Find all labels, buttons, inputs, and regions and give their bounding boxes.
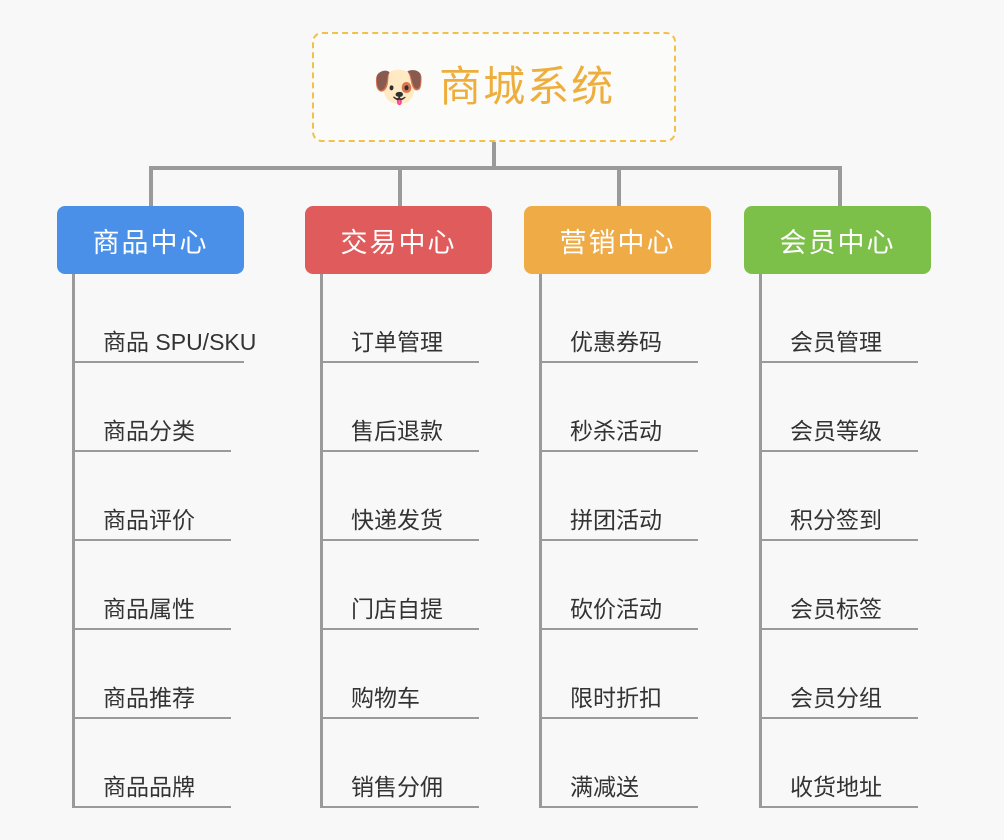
connector-drop-4 xyxy=(838,166,842,206)
leaf-item[interactable]: 商品推荐 xyxy=(57,630,244,719)
leaf-item[interactable]: 会员等级 xyxy=(744,363,931,452)
leaf-list-member-center: 会员管理 会员等级 积分签到 会员标签 会员分组 收货地址 xyxy=(744,274,931,808)
category-box-marketing-center[interactable]: 营销中心 xyxy=(524,206,711,274)
leaf-item[interactable]: 砍价活动 xyxy=(524,541,711,630)
leaf-label: 订单管理 xyxy=(320,329,479,363)
leaf-label: 限时折扣 xyxy=(539,685,698,719)
leaf-spine xyxy=(539,274,542,808)
category-box-product-center[interactable]: 商品中心 xyxy=(57,206,244,274)
leaf-label: 秒杀活动 xyxy=(539,418,698,452)
connector-drop-1 xyxy=(149,166,153,206)
category-label: 会员中心 xyxy=(779,227,896,258)
leaf-item[interactable]: 售后退款 xyxy=(305,363,492,452)
category-label: 营销中心 xyxy=(559,227,676,258)
leaf-item[interactable]: 收货地址 xyxy=(744,719,931,808)
leaf-label: 商品品牌 xyxy=(72,774,231,808)
leaf-label: 会员等级 xyxy=(759,418,918,452)
leaf-item[interactable]: 限时折扣 xyxy=(524,630,711,719)
leaf-label: 商品 SPU/SKU xyxy=(72,329,256,363)
leaf-item[interactable]: 订单管理 xyxy=(305,274,492,363)
leaf-list-trade-center: 订单管理 售后退款 快递发货 门店自提 购物车 销售分佣 xyxy=(305,274,492,808)
leaf-item[interactable]: 积分签到 xyxy=(744,452,931,541)
leaf-spine xyxy=(320,274,323,808)
leaf-spine xyxy=(72,274,75,808)
leaf-item[interactable]: 销售分佣 xyxy=(305,719,492,808)
leaf-item[interactable]: 会员管理 xyxy=(744,274,931,363)
leaf-item[interactable]: 优惠券码 xyxy=(524,274,711,363)
leaf-label: 收货地址 xyxy=(759,774,918,808)
leaf-item[interactable]: 会员标签 xyxy=(744,541,931,630)
leaf-spine xyxy=(759,274,762,808)
leaf-item[interactable]: 商品品牌 xyxy=(57,719,244,808)
branch-column-product-center: 商品中心 商品 SPU/SKU 商品分类 商品评价 商品属性 商品推荐 商品品牌 xyxy=(57,206,256,808)
leaf-label: 快递发货 xyxy=(320,507,479,541)
category-box-member-center[interactable]: 会员中心 xyxy=(744,206,931,274)
connector-drop-3 xyxy=(617,166,621,206)
leaf-item[interactable]: 商品评价 xyxy=(57,452,244,541)
leaf-label: 商品推荐 xyxy=(72,685,231,719)
connector-drop-2 xyxy=(398,166,402,206)
category-label: 交易中心 xyxy=(340,227,457,258)
leaf-label: 优惠券码 xyxy=(539,329,698,363)
branch-column-trade-center: 交易中心 订单管理 售后退款 快递发货 门店自提 购物车 销售分佣 xyxy=(305,206,492,808)
leaf-label: 商品评价 xyxy=(72,507,231,541)
leaf-item[interactable]: 商品分类 xyxy=(57,363,244,452)
leaf-item[interactable]: 秒杀活动 xyxy=(524,363,711,452)
leaf-item[interactable]: 拼团活动 xyxy=(524,452,711,541)
category-label: 商品中心 xyxy=(92,227,209,258)
leaf-label: 销售分佣 xyxy=(320,774,479,808)
leaf-item[interactable]: 快递发货 xyxy=(305,452,492,541)
leaf-label: 门店自提 xyxy=(320,596,479,630)
root-title: 商城系统 xyxy=(439,63,616,110)
branch-column-marketing-center: 营销中心 优惠券码 秒杀活动 拼团活动 砍价活动 限时折扣 满减送 xyxy=(524,206,711,808)
dog-face-icon: 🐶 xyxy=(372,63,426,110)
leaf-item[interactable]: 商品 SPU/SKU xyxy=(57,274,256,363)
connector-root-stem xyxy=(492,142,496,169)
connector-horizontal-bus xyxy=(149,166,842,170)
leaf-label: 商品属性 xyxy=(72,596,231,630)
leaf-label: 商品分类 xyxy=(72,418,231,452)
leaf-label: 会员管理 xyxy=(759,329,918,363)
leaf-item[interactable]: 门店自提 xyxy=(305,541,492,630)
leaf-item[interactable]: 满减送 xyxy=(524,719,711,808)
leaf-item[interactable]: 购物车 xyxy=(305,630,492,719)
branch-column-member-center: 会员中心 会员管理 会员等级 积分签到 会员标签 会员分组 收货地址 xyxy=(744,206,931,808)
leaf-label: 会员分组 xyxy=(759,685,918,719)
leaf-label: 会员标签 xyxy=(759,596,918,630)
leaf-label: 购物车 xyxy=(320,685,479,719)
leaf-label: 砍价活动 xyxy=(539,596,698,630)
leaf-label: 积分签到 xyxy=(759,507,918,541)
leaf-item[interactable]: 商品属性 xyxy=(57,541,244,630)
leaf-list-product-center: 商品 SPU/SKU 商品分类 商品评价 商品属性 商品推荐 商品品牌 xyxy=(57,274,256,808)
leaf-label: 售后退款 xyxy=(320,418,479,452)
category-box-trade-center[interactable]: 交易中心 xyxy=(305,206,492,274)
leaf-label: 满减送 xyxy=(539,774,698,808)
leaf-label: 拼团活动 xyxy=(539,507,698,541)
root-node[interactable]: 🐶 商城系统 xyxy=(312,32,676,142)
leaf-list-marketing-center: 优惠券码 秒杀活动 拼团活动 砍价活动 限时折扣 满减送 xyxy=(524,274,711,808)
leaf-item[interactable]: 会员分组 xyxy=(744,630,931,719)
